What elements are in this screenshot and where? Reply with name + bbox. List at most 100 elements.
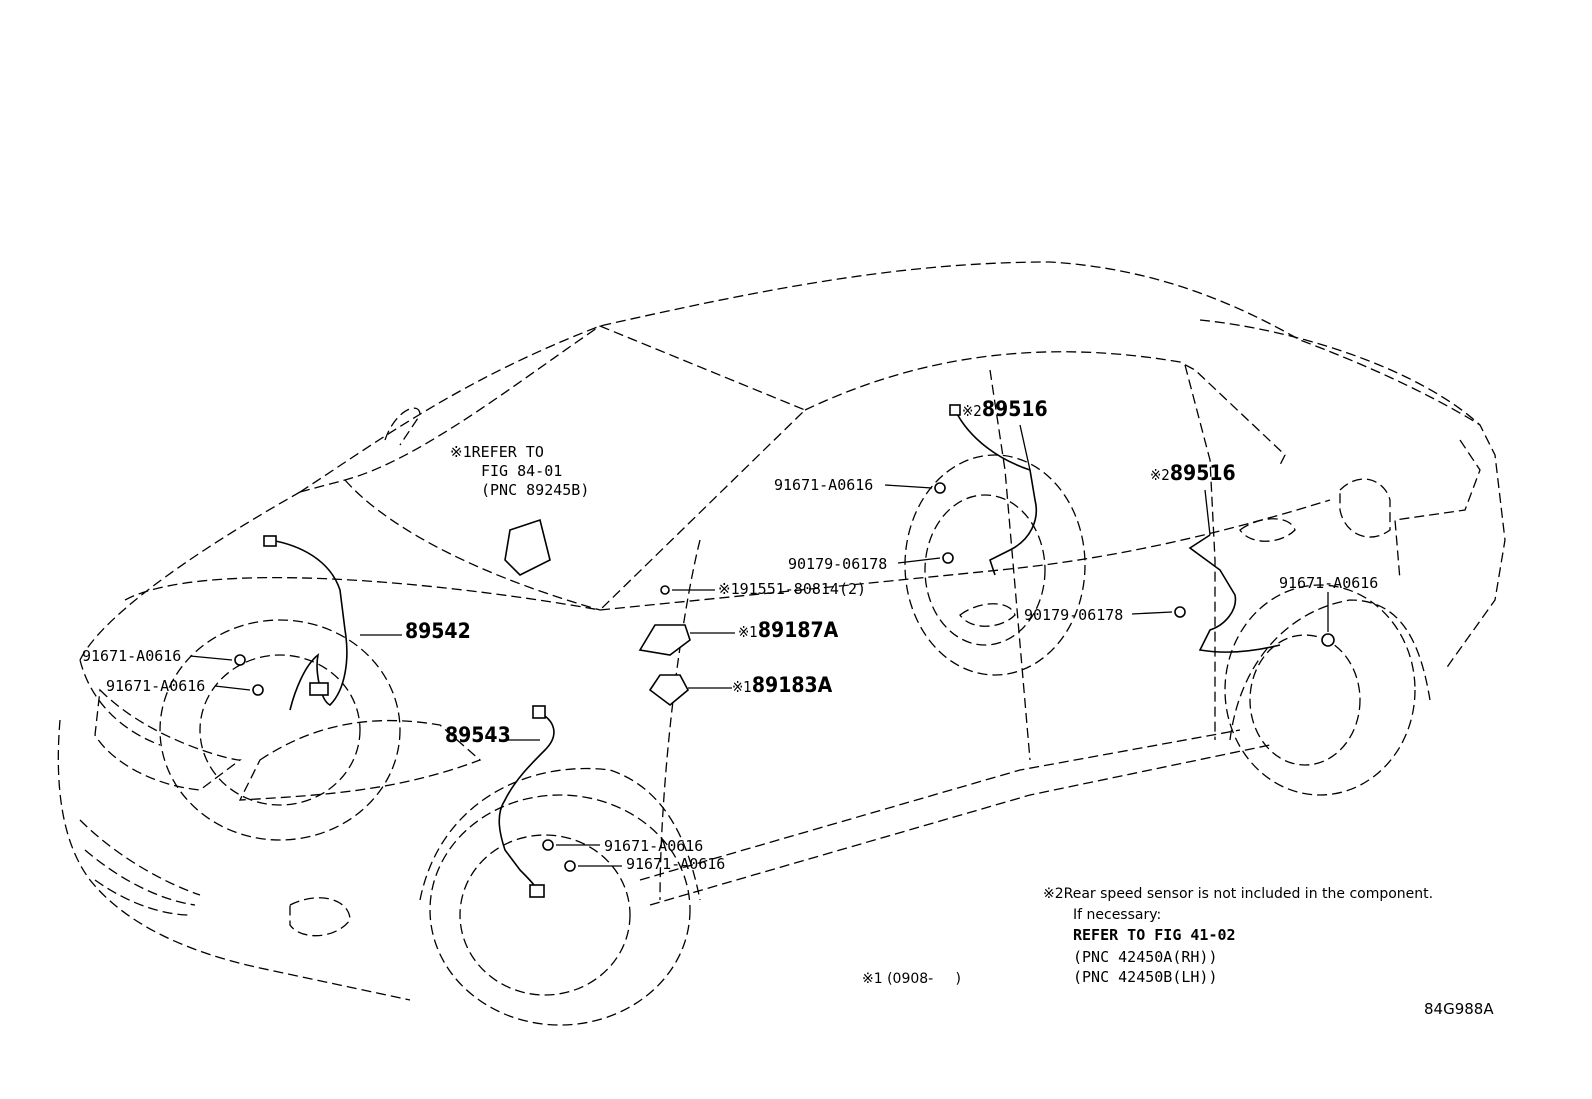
front-left-wheel-arch xyxy=(419,767,701,901)
refer-mark: ※1 xyxy=(450,443,472,461)
part-label-bolt-fl-lower[interactable]: 91671-A0616 xyxy=(626,855,726,873)
rear-left-wheel-arch xyxy=(1229,599,1431,741)
bolt-icon xyxy=(542,839,554,851)
front-right-wheel-outer xyxy=(159,619,401,841)
part-label-89516-upper[interactable]: ※289516 xyxy=(962,397,1048,421)
part-number: 89183A xyxy=(751,673,833,697)
sensor-harness-89542 xyxy=(269,539,348,711)
leader-bolt-fr-lower xyxy=(214,685,251,691)
rear-left-wheel-inner xyxy=(1249,634,1361,766)
screw-icon xyxy=(660,585,670,595)
roof-outline xyxy=(299,261,1481,493)
footnote-2-line5: (PNC 42450B(LH)) xyxy=(1073,968,1218,986)
windshield-outline xyxy=(299,325,601,611)
part-label-screw[interactable]: ※191551-80814(2) xyxy=(718,580,866,598)
refer-callout-line3: (PNC 89245B) xyxy=(481,481,590,499)
bolt-icon xyxy=(252,684,264,696)
bolt-icon xyxy=(234,654,246,666)
b-pillar xyxy=(989,369,1031,761)
part-label-89516-lower[interactable]: ※289516 xyxy=(1150,461,1236,485)
footnote-2-line4: (PNC 42450A(RH)) xyxy=(1073,948,1218,966)
note1-mark: ※1 xyxy=(718,580,740,598)
yaw-sensor-89183A xyxy=(648,674,690,707)
rear-lamp xyxy=(1394,439,1481,581)
part-label-89183A[interactable]: ※189183A xyxy=(732,673,833,697)
leader-bolt-fr-upper xyxy=(189,655,233,661)
door-line xyxy=(659,539,701,901)
front-bumper xyxy=(57,719,411,1001)
part-number: 91551-80814(2) xyxy=(739,580,867,598)
part-label-bolt-fr-lower[interactable]: 91671-A0616 xyxy=(106,677,206,695)
part-number: 89516 xyxy=(981,397,1048,421)
door-handle-front xyxy=(959,603,1016,627)
sensor-head-89542 xyxy=(309,682,329,696)
part-label-bolt-rear-right[interactable]: 91671-A0616 xyxy=(1279,574,1379,592)
refer-callout-line2: FIG 84-01 xyxy=(481,462,563,480)
part-label-clip-rear-lower[interactable]: 90179-06178 xyxy=(1024,606,1124,624)
part-label-89542[interactable]: 89542 xyxy=(405,619,471,643)
refer-callout-line1: ※1REFER TO xyxy=(450,443,544,461)
mirror xyxy=(384,407,421,446)
bolt-icon xyxy=(564,860,576,872)
leader-clip-rear-lower xyxy=(1131,611,1173,615)
a-pillar xyxy=(599,325,807,611)
body-line xyxy=(599,499,1331,611)
front-left-wheel-outer xyxy=(429,794,691,1026)
rear-right-wheel-outer xyxy=(904,454,1086,676)
headlamp xyxy=(94,688,242,791)
c-pillar xyxy=(1184,364,1216,740)
sensor-pad xyxy=(504,518,551,576)
connector-89543 xyxy=(532,705,546,719)
leader-clip-rear-upper xyxy=(897,557,941,564)
footnote-1: ※1 (0908- ) xyxy=(862,971,961,987)
clip-icon xyxy=(942,552,954,564)
note2-text: Rear speed sensor is not included in the… xyxy=(1063,886,1434,902)
sensor-harness-89543 xyxy=(498,711,555,896)
part-label-89187A[interactable]: ※189187A xyxy=(738,618,839,642)
clip-icon xyxy=(1174,606,1186,618)
hood-outline xyxy=(79,491,601,746)
note1-mark: ※1 xyxy=(732,678,752,696)
part-number: 89516 xyxy=(1169,461,1236,485)
fuel-door xyxy=(1339,478,1391,538)
note2-mark: ※2 xyxy=(962,402,982,420)
part-label-bolt-fl-upper[interactable]: 91671-A0616 xyxy=(604,837,704,855)
part-label-89543[interactable]: 89543 xyxy=(445,723,511,747)
footnote-2-line2: If necessary: xyxy=(1073,907,1162,923)
note2-mark: ※2 xyxy=(1043,886,1064,902)
part-label-bolt-rear-upper[interactable]: 91671-A0616 xyxy=(774,476,874,494)
bolt-icon xyxy=(1321,633,1335,647)
connector-89516-upper xyxy=(949,404,961,416)
sensor-harness-89516-lower xyxy=(1188,534,1281,653)
rear-right-wheel-inner xyxy=(924,494,1046,646)
grille xyxy=(79,819,201,916)
door-handle-rear xyxy=(1239,518,1296,542)
part-number: 89187A xyxy=(757,618,839,642)
leader-89516-lower xyxy=(1204,489,1211,536)
connector-89542 xyxy=(263,535,277,547)
rear-left-wheel-outer xyxy=(1224,584,1416,796)
sensor-head-89543 xyxy=(529,884,545,898)
leader-bolt-rear-upper xyxy=(884,484,933,489)
refer-text: REFER TO xyxy=(471,443,544,461)
leader-89516-upper xyxy=(1019,424,1031,471)
bolt-icon xyxy=(934,482,946,494)
fog-lamp xyxy=(289,897,351,937)
headlamp-left xyxy=(238,719,482,801)
part-label-clip-rear-upper[interactable]: 90179-06178 xyxy=(788,555,888,573)
trunk-outline xyxy=(1199,319,1506,671)
side-sill xyxy=(639,729,1271,906)
front-right-wheel-inner xyxy=(199,654,361,806)
front-left-wheel-inner xyxy=(459,834,631,996)
sensor-harness-89516-upper xyxy=(954,409,1037,576)
footnote-2: ※2Rear speed sensor is not included in t… xyxy=(1043,885,1433,903)
bracket-89187A xyxy=(638,624,691,656)
figure-code: 84G988A xyxy=(1424,1000,1494,1018)
note2-mark: ※2 xyxy=(1150,466,1170,484)
note1-mark: ※1 xyxy=(738,623,758,641)
part-label-bolt-fr-upper[interactable]: 91671-A0616 xyxy=(82,647,182,665)
